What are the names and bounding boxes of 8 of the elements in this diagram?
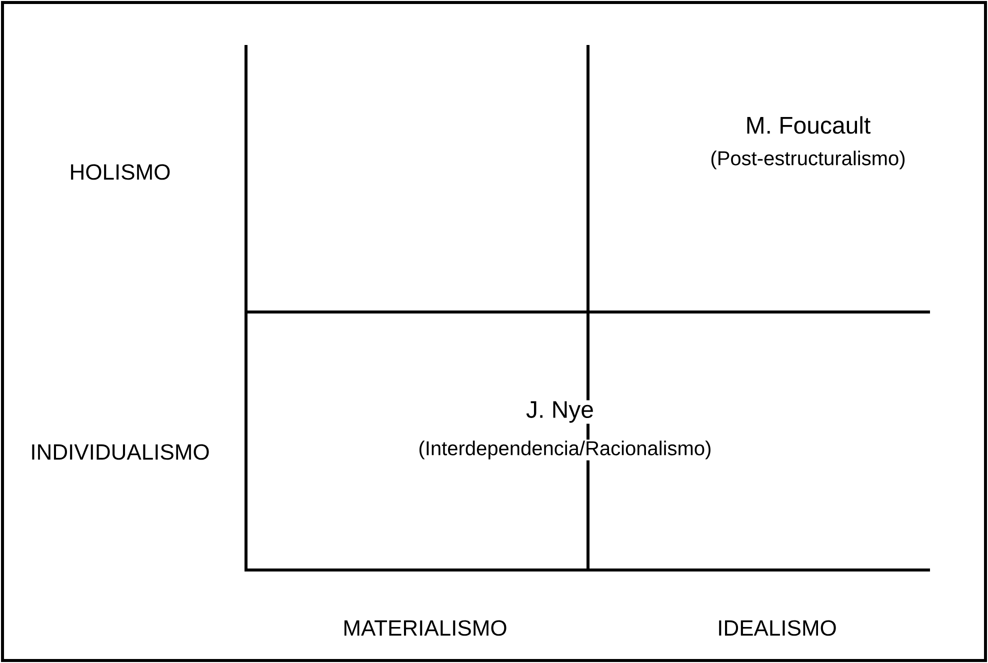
axis-label: MATERIALISMO	[344, 620, 506, 636]
author-name: J. Nye	[525, 400, 596, 424]
axis-label: INDIVIDUALISMO	[32, 444, 209, 460]
school-label: (Interdependencia/Racionalismo)	[417, 440, 713, 460]
axis-label: HOLISMO	[71, 164, 170, 180]
axis-label: IDEALISMO	[719, 620, 836, 636]
author-name: M. Foucault	[747, 116, 870, 134]
school-label: (Post-estructuralismo)	[711, 150, 905, 170]
